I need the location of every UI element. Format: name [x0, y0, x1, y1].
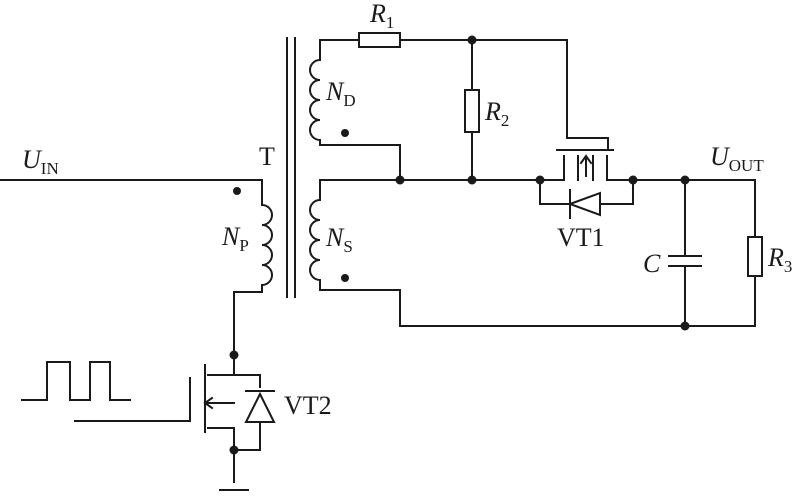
label-r2: R2	[484, 97, 509, 130]
resistor-r2	[464, 89, 480, 133]
output-rail	[684, 179, 756, 238]
gate-pulse-waveform	[21, 361, 131, 401]
ns-winding	[309, 179, 756, 327]
polarity-dot-np	[233, 187, 241, 195]
junction-dot	[395, 175, 405, 185]
label-uin: UIN	[22, 145, 59, 178]
label-r3: R3	[767, 243, 792, 276]
junction-dot	[467, 35, 477, 45]
input-wire	[0, 179, 263, 206]
primary-winding	[260, 203, 273, 287]
label-nd: ND	[325, 77, 356, 110]
label-np: NP	[221, 222, 249, 255]
junction-dot	[628, 175, 638, 185]
label-transformer: T	[259, 142, 275, 171]
polarity-dot-nd	[341, 129, 349, 137]
label-uout: UOUT	[710, 142, 764, 175]
resistor-r3	[747, 236, 763, 277]
junction-dot	[535, 175, 545, 185]
primary-to-mosfet-wire	[233, 284, 263, 356]
junction-dot	[680, 321, 690, 331]
junction-dot	[229, 445, 239, 455]
r1-right-wire	[399, 39, 609, 151]
label-ns: NS	[325, 223, 353, 256]
mosfet-vt1	[539, 149, 686, 219]
resistor-r1	[358, 32, 401, 48]
nd-winding	[309, 39, 401, 181]
label-vt2: VT2	[284, 391, 332, 420]
mosfet-vt2	[74, 354, 276, 456]
label-r1: R1	[369, 0, 394, 32]
junction-dot	[467, 175, 477, 185]
junction-dot	[229, 350, 239, 360]
junction-dot	[680, 175, 690, 185]
label-vt1: VT1	[557, 223, 605, 252]
polarity-dot-ns	[341, 274, 349, 282]
label-c: C	[643, 249, 661, 278]
